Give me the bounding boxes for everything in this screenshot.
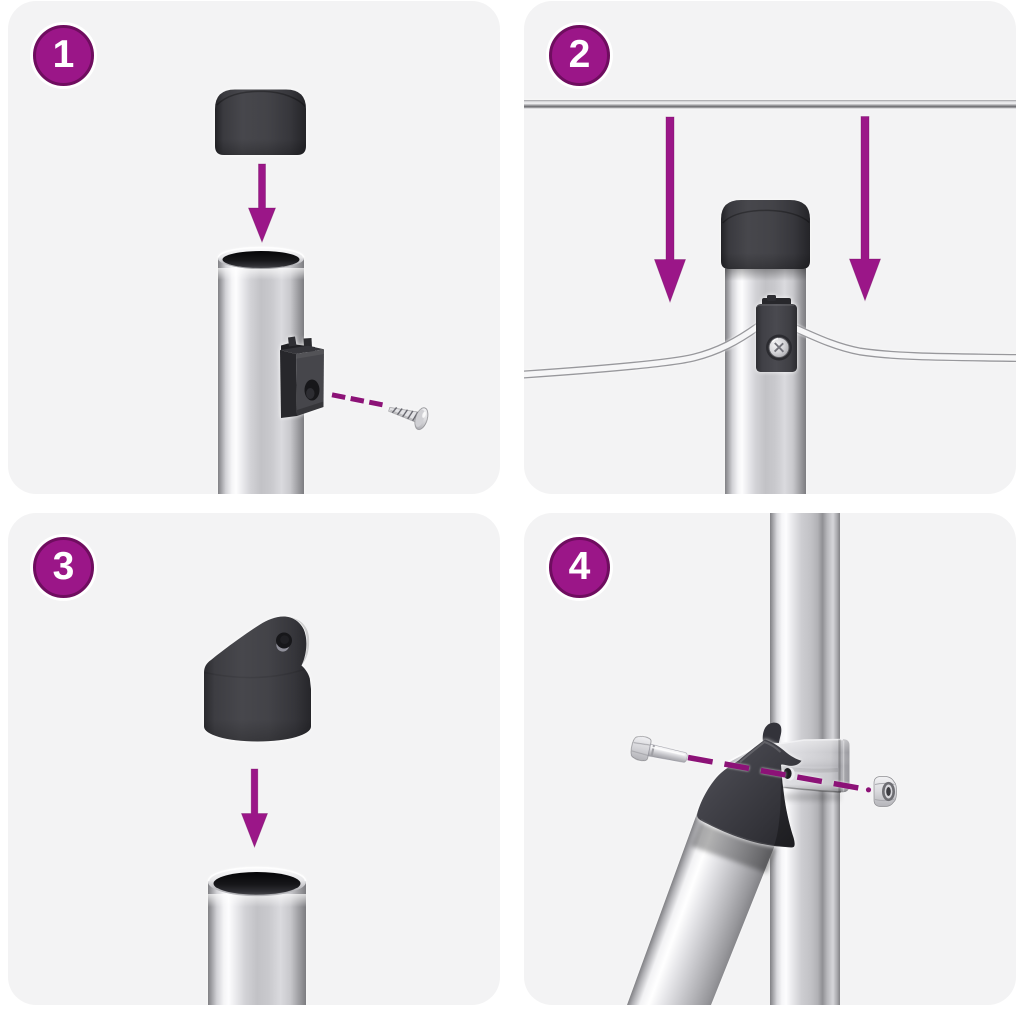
screw [388,406,429,430]
diagonal-brace [627,808,779,1005]
step-4-number: 4 [568,544,591,588]
step-4-illustration [627,513,897,1005]
step-2-illustration [524,100,1016,494]
brace-boot [697,739,802,848]
boot-tab [762,722,782,743]
bolt [630,736,688,763]
down-arrow-right-icon [848,116,882,302]
step-2-badge: 2 [549,25,610,86]
step-3-panel: 3 [8,513,500,1005]
step-4-badge: 4 [549,537,610,598]
down-arrow-icon [240,768,269,849]
clamp-hole [783,767,795,781]
wire-holder-clip [280,336,324,418]
step-2-number: 2 [568,32,591,76]
nut [873,776,897,807]
post-cap [215,89,306,155]
step-1-badge: 1 [33,25,94,86]
down-arrow-icon [247,163,277,244]
step-2-panel: 2 [524,1,1016,494]
eyelet-cap [204,616,311,742]
step-1-illustration [215,89,429,494]
metal-post [207,866,307,1005]
bent-wire [524,322,1016,379]
step-3-illustration [204,616,311,1005]
dashed-guide-line [331,392,384,408]
down-arrow-left-icon [653,116,687,304]
tension-wire [524,100,1016,109]
wire-holder-clip [756,295,797,372]
step-1-number: 1 [52,32,75,76]
step-4-panel: 4 [524,513,1016,1005]
dashed-guide-line [687,754,872,793]
metal-post [217,246,305,494]
step-3-badge: 3 [33,537,94,598]
step-3-number: 3 [52,544,75,588]
step-1-panel: 1 [8,1,500,494]
